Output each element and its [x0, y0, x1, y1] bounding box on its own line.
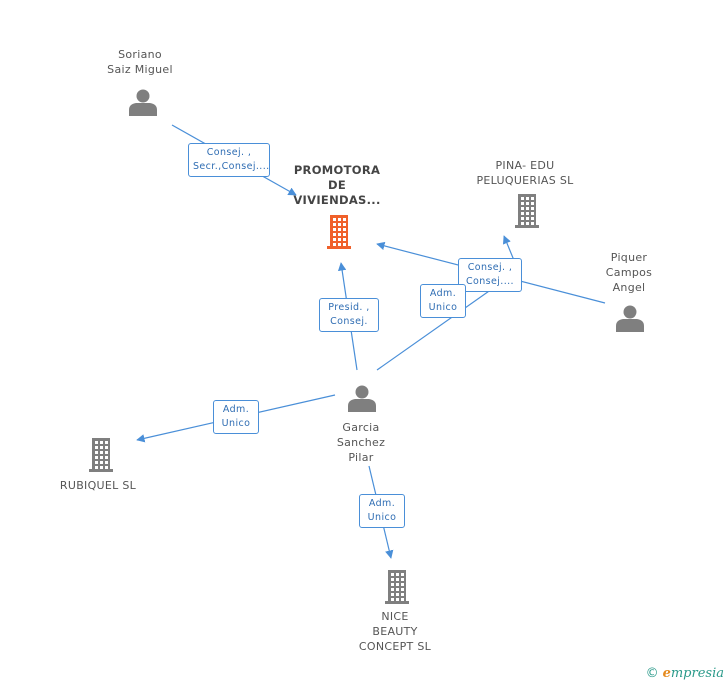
person-icon-garcia[interactable]: [348, 385, 376, 413]
brand-name: mpresia: [670, 666, 724, 681]
node-label-nice[interactable]: NICE BEAUTY CONCEPT SL: [358, 610, 432, 653]
edge-label-garcia-to-rubiquel[interactable]: Adm. Unico: [213, 400, 259, 434]
edge-label-piquer-to-promotora[interactable]: Consej. , Consej....: [458, 258, 522, 292]
copyright-icon: ©: [645, 666, 659, 681]
edge-label-garcia-to-nice[interactable]: Adm. Unico: [359, 494, 405, 528]
node-label-soriano[interactable]: Soriano Saiz Miguel: [107, 48, 173, 76]
brand-initial: e: [662, 666, 671, 681]
edge-label-garcia-to-pina[interactable]: Adm. Unico: [420, 284, 466, 318]
node-label-piquer[interactable]: Piquer Campos Angel: [605, 251, 653, 294]
building-icon-nice[interactable]: [385, 570, 409, 604]
building-icon-pina[interactable]: [515, 194, 539, 228]
edge-garcia-to-pina: [376, 276, 510, 371]
building-icon-rubiquel[interactable]: [89, 438, 113, 472]
person-icon-piquer[interactable]: [616, 305, 644, 333]
edge-label-soriano-to-promotora[interactable]: Consej. , Secr.,Consej....: [188, 143, 270, 177]
building-icon-promotora[interactable]: [327, 215, 351, 249]
node-label-rubiquel[interactable]: RUBIQUEL SL: [59, 479, 137, 492]
person-icon-soriano[interactable]: [129, 89, 157, 117]
icons-layer: [89, 89, 644, 604]
node-label-pina[interactable]: PINA- EDU PELUQUERIAS SL: [476, 159, 574, 187]
node-label-promotora[interactable]: PROMOTORA DE VIVIENDAS...: [293, 163, 381, 207]
node-label-garcia[interactable]: Garcia Sanchez Pilar: [336, 421, 386, 464]
edge-label-garcia-to-promotora[interactable]: Presid. , Consej.: [319, 298, 379, 332]
brand-footer: ©empresia: [646, 666, 724, 681]
